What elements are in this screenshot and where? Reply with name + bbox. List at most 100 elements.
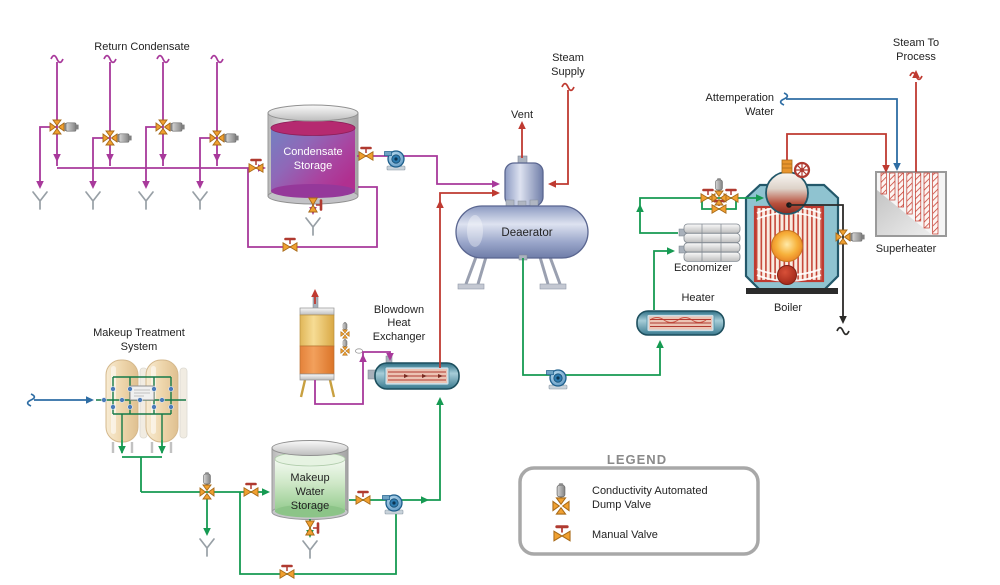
flow-arrow — [548, 180, 556, 188]
manual-valve-icon — [304, 519, 320, 537]
pump-icon — [381, 494, 404, 515]
boiler-label: Boiler — [774, 302, 802, 314]
flow-arrow — [36, 181, 44, 189]
steam-to-process-label: Steam To — [893, 37, 939, 49]
arrows-attemperation — [86, 163, 901, 404]
flow-arrow — [196, 181, 204, 189]
manual-valve-icon — [357, 146, 375, 162]
manual-valve-icon — [278, 564, 296, 580]
economizer — [678, 223, 741, 262]
drain-icon — [32, 191, 48, 210]
flow-arrow — [912, 70, 920, 78]
legend-item-label: Conductivity Automated — [592, 485, 708, 497]
makeup-water-storage-tank — [271, 440, 349, 520]
flow-arrow — [106, 154, 114, 162]
line-break-icon — [26, 393, 36, 407]
flow-arrow — [436, 200, 444, 208]
economizer-label: Economizer — [674, 262, 732, 274]
deaerator — [455, 155, 589, 290]
flow-arrow — [262, 488, 270, 496]
labels-layer: Return Condensate Steam Supply Vent Atte… — [93, 37, 939, 512]
steam-supply-label: Supply — [551, 66, 585, 78]
flow-arrow — [518, 121, 526, 129]
flow-arrow — [492, 180, 500, 188]
makeup-treatment-system — [96, 359, 188, 453]
condensate-storage-label: Condensate — [283, 146, 342, 158]
conductivity-automated-dump-valve-icon — [200, 472, 214, 499]
manual-valve-icon — [247, 158, 265, 174]
drain-icon — [302, 540, 318, 559]
flow-arrow — [159, 154, 167, 162]
flow-arrow — [492, 189, 500, 197]
feedwater-heater — [636, 310, 725, 336]
flow-arrow — [386, 353, 394, 361]
flow-arrow — [421, 496, 429, 504]
arrows-blowdown — [839, 316, 847, 324]
flash-tank — [299, 295, 363, 398]
manual-valve-icon — [242, 482, 260, 498]
blowdown-hx-label: Heat — [387, 317, 410, 329]
conductivity-automated-dump-valve-icon — [156, 120, 185, 134]
manual-valve-icon — [354, 490, 372, 506]
flow-arrow — [142, 181, 150, 189]
drain-icon — [85, 191, 101, 210]
conductivity-automated-dump-valve-icon — [712, 178, 726, 205]
blowdown-heat-exchanger — [367, 355, 460, 390]
vent-label: Vent — [511, 109, 533, 121]
pipes-condensate — [39, 54, 497, 405]
line-break-icon — [210, 54, 224, 64]
legend-item-label: Manual Valve — [592, 529, 658, 541]
condensate-storage-label: Storage — [294, 160, 333, 172]
makeup-treatment-label: Makeup Treatment — [93, 327, 185, 339]
sample-valve-icon — [341, 322, 349, 338]
arrows-steam — [311, 70, 920, 297]
makeup-treatment-label: System — [121, 341, 158, 353]
pump-icon — [383, 150, 406, 171]
flow-arrow — [436, 397, 444, 405]
drain-icon — [138, 191, 154, 210]
attemperation-water-label: Water — [745, 106, 774, 118]
makeup-storage-label: Makeup — [290, 472, 329, 484]
flow-arrow — [158, 446, 166, 454]
drain-icon — [192, 191, 208, 210]
flow-arrow — [118, 446, 126, 454]
flow-arrow — [203, 528, 211, 536]
steam-to-process-label: Process — [896, 51, 936, 63]
makeup-storage-label: Storage — [291, 500, 330, 512]
line-break-icon — [156, 54, 170, 64]
blowdown-hx-label: Blowdown — [374, 304, 424, 316]
legend-box — [518, 466, 760, 556]
conductivity-automated-dump-valve-icon — [210, 131, 239, 145]
blowdown-hx-label: Exchanger — [373, 331, 426, 343]
flow-arrow — [89, 181, 97, 189]
flow-arrow — [213, 154, 221, 162]
legend-item-label: Dump Valve — [592, 499, 651, 511]
conductivity-automated-dump-valve-icon — [103, 131, 132, 145]
steam-supply-label: Steam — [552, 52, 584, 64]
return-condensate-label: Return Condensate — [94, 41, 189, 53]
drain-icon — [305, 217, 321, 236]
line-break-icon — [103, 54, 117, 64]
treatment-handwheels — [101, 386, 174, 410]
boiler-handwheel — [793, 161, 811, 179]
steam-drum — [765, 171, 809, 215]
conductivity-automated-dump-valve-icon — [836, 230, 865, 244]
pipes-blowdown — [789, 204, 850, 336]
flow-arrow — [636, 204, 644, 212]
flow-arrow — [86, 396, 94, 404]
boiler — [744, 159, 840, 294]
line-break-icon — [561, 82, 575, 92]
pipes-attemperation — [26, 92, 898, 407]
boiler-flame — [771, 230, 803, 262]
deaerator-label: Deaerator — [501, 227, 552, 239]
legend-title: LEGEND — [607, 452, 667, 467]
flow-arrow — [311, 289, 319, 297]
drain-icon — [199, 538, 215, 557]
condensate-storage-tank — [267, 104, 359, 205]
flow-arrow — [656, 340, 664, 348]
legend: LEGEND Conductivity Automated Dump Valve… — [518, 452, 760, 556]
flow-arrow — [893, 163, 901, 171]
line-break-icon — [50, 54, 64, 64]
flow-arrow — [53, 154, 61, 162]
